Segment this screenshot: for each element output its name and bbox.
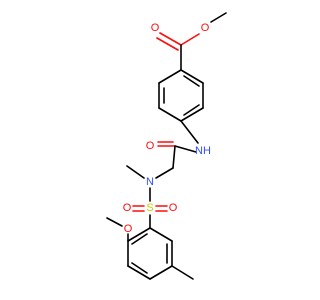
atom-o-sulfonyl-right: O [169,202,178,214]
atom-s: S [146,202,153,214]
ring1-bond-3 [180,107,204,122]
atom-o-sulfonyl-left: O [123,202,132,214]
ring2-inner-2 [131,262,148,274]
ring2-bond-4 [127,265,151,280]
bond-layer [106,12,227,280]
ester-o-c-bond [180,33,200,46]
amide-to-ch2-bond [172,145,176,169]
ring2-bond-3 [149,265,173,280]
ring1-bond-1 [180,69,204,84]
methoxy-o-to-ch3 [106,217,123,227]
ester-carbonyl-double-1 [159,32,182,46]
atom-label-layer: O O NH O N S O O O [123,22,211,235]
atom-o-methoxy: O [124,223,133,235]
ring2-inner-3 [131,233,148,245]
nh-to-amide-bond [174,145,197,153]
ch2-to-n-bond [155,167,174,179]
ring1-inner-2 [183,104,200,116]
molecule-structure: O O NH O N S O O O [0,0,300,300]
ring1-bond-6 [158,69,182,84]
atom-nh: NH [195,145,211,157]
n-methyl-bond [126,165,145,179]
atom-o-amide: O [146,140,155,152]
atom-n-sulfonamide: N [146,176,154,188]
ring2-bond-6 [127,227,151,242]
atom-o-ester-ether: O [201,22,210,34]
atom-o-ester-carbonyl: O [151,22,160,34]
ring2-bond-1 [149,227,173,242]
ester-methyl-bond [210,12,227,23]
ester-carbonyl-double-2 [156,37,179,51]
background [0,0,300,300]
ring-to-nh-bond [180,120,199,144]
ring2-methyl-bond [171,265,194,280]
ring1-inner-1 [183,75,200,87]
ring1-bond-4 [158,107,182,122]
